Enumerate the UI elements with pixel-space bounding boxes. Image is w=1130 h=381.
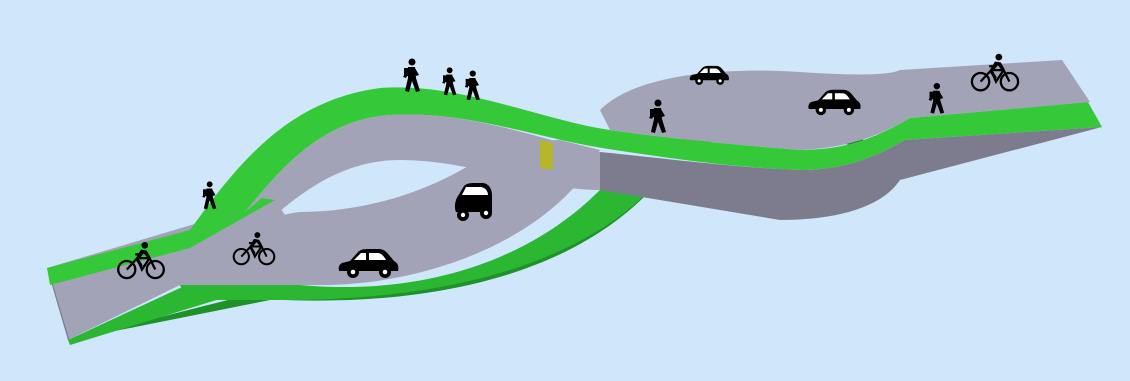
yellow-marker xyxy=(540,140,553,170)
